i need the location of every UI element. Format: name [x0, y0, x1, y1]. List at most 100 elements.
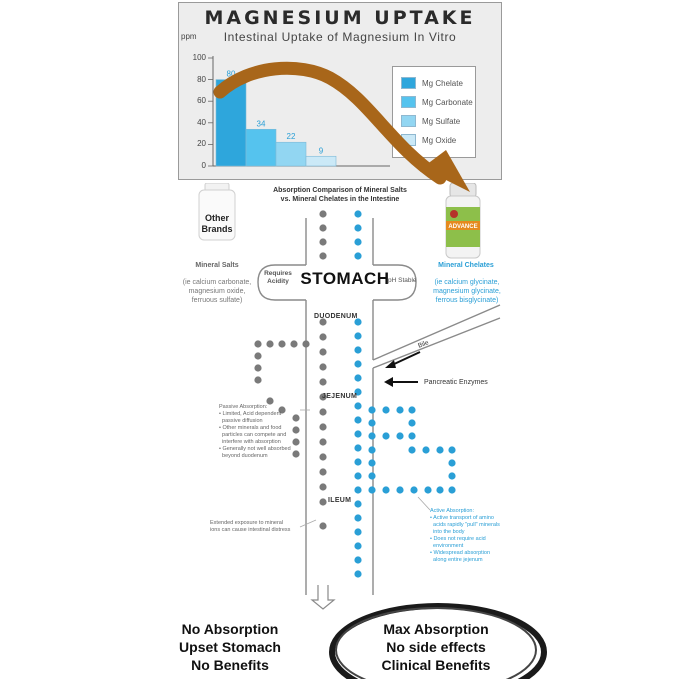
salt-dot — [319, 453, 327, 461]
pancreatic-arrowhead — [384, 377, 393, 387]
chelate-dot — [436, 446, 444, 454]
jejenum-label: JEJENUM — [322, 393, 358, 400]
text-line: particles can compete and — [219, 432, 287, 438]
text-line: No side effects — [386, 639, 486, 655]
chelate-dot — [448, 486, 456, 494]
bar-value-label: 34 — [257, 119, 266, 128]
legend-swatch — [401, 115, 416, 127]
salt-dot — [319, 408, 327, 416]
chelate-dot — [354, 318, 362, 326]
legend-item: Mg Carbonate — [401, 96, 473, 108]
other-brands-bottle — [198, 183, 236, 241]
salt-dot — [319, 423, 327, 431]
text-line: ferruous sulfate) — [191, 297, 243, 304]
ileum-label: ILEUM — [328, 497, 352, 504]
other-brands-label: Other Brands — [201, 213, 233, 234]
chelate-dot — [424, 486, 432, 494]
salt-dot — [292, 438, 300, 446]
mineral-salts-label: Mineral Salts — [195, 262, 239, 269]
text-line: • Active transport of amino — [430, 515, 494, 521]
chelate-dot — [382, 406, 390, 414]
diagram-header: Absorption Comparison of Mineral Salts v… — [273, 187, 407, 203]
chelate-dot — [448, 446, 456, 454]
text-line: acids rapidly "pull" minerals — [430, 522, 500, 528]
y-tick-label: 0 — [201, 161, 206, 170]
chelate-dot — [354, 360, 362, 368]
text-line: • Generally not well absorbed — [219, 446, 291, 452]
text-line: Max Absorption — [383, 621, 489, 637]
chelate-dot — [368, 432, 376, 440]
chelate-dot — [448, 472, 456, 480]
legend-swatch — [401, 96, 416, 108]
chelate-dot — [448, 459, 456, 467]
text-line: ferrous bisglycinate) — [435, 297, 499, 304]
stomach-label: STOMACH — [300, 269, 390, 288]
salt-dot — [254, 364, 262, 372]
text-line: • Other minerals and food — [219, 425, 282, 431]
chelate-bottle: ADVANCE — [445, 183, 481, 259]
text-line: beyond duodenum — [219, 453, 268, 459]
salt-dot — [319, 318, 327, 326]
legend-label: Mg Sulfate — [422, 116, 461, 126]
chelate-dot — [354, 238, 362, 246]
legend-item: Mg Chelate — [401, 77, 463, 89]
salt-dot — [254, 352, 262, 360]
bar-value-label: 80 — [227, 70, 236, 79]
mineral-salts-examples: (ie calcium carbonate,magnesium oxide,fe… — [172, 278, 262, 305]
chelate-dot — [396, 406, 404, 414]
salt-dot — [278, 340, 286, 348]
text-line: passive diffusion — [219, 418, 263, 424]
chelate-dot — [368, 419, 376, 427]
salt-dot — [278, 406, 286, 414]
salt-dot — [319, 238, 327, 246]
legend-label: Mg Oxide — [422, 135, 457, 145]
salt-dot — [319, 438, 327, 446]
bile-duct-top — [372, 304, 501, 361]
chelate-dot — [354, 416, 362, 424]
salt-dot — [319, 468, 327, 476]
passive-absorption-note: Passive Absorption: • Limited, Acid depe… — [219, 404, 291, 459]
chart-subtitle: Intestinal Uptake of Magnesium In Vitro — [223, 30, 457, 44]
chelate-dot — [354, 556, 362, 564]
y-tick-label: 100 — [192, 53, 206, 62]
salt-dot — [319, 363, 327, 371]
chelate-dot — [410, 486, 418, 494]
text-line: magnesium oxide, — [188, 288, 246, 295]
bar-mg-sulfate — [275, 141, 307, 167]
legend-label: Mg Chelate — [422, 78, 463, 88]
bar-mg-carbonate — [245, 128, 277, 167]
salt-dot — [290, 340, 298, 348]
salt-dot — [292, 414, 300, 422]
chelate-dot — [368, 472, 376, 480]
text-line: ions can cause intestinal distress — [210, 527, 291, 533]
bile-duct-bottom — [372, 317, 501, 369]
active-connector — [417, 496, 431, 511]
salt-dot — [319, 483, 327, 491]
active-absorption-note: Active Absorption: • Active transport of… — [430, 508, 500, 563]
chelate-dot — [368, 486, 376, 494]
legend-item: Mg Sulfate — [401, 115, 460, 127]
text-line: Clinical Benefits — [381, 657, 491, 673]
text-line: • Does not require acid — [430, 536, 486, 542]
text-line: into the body — [430, 529, 465, 535]
pancreatic-enzymes-label: Pancreatic Enzymes — [424, 379, 488, 386]
text-line: interfere with absorption — [219, 439, 281, 445]
salt-dot — [254, 376, 262, 384]
chelate-dot — [354, 500, 362, 508]
requires-acidity-label: Requires Acidity — [264, 270, 292, 285]
chelate-dot — [408, 432, 416, 440]
exit-arrow — [310, 585, 336, 610]
chelate-dot — [422, 446, 430, 454]
chelate-dot — [354, 252, 362, 260]
text-line: along entire jejenum — [430, 557, 483, 563]
y-tick-label: 60 — [197, 96, 206, 106]
chelate-dot — [408, 446, 416, 454]
legend-swatch — [401, 77, 416, 89]
text-line: (ie calcium glycinate, — [434, 279, 500, 286]
salt-dot — [319, 522, 327, 530]
chelate-dot — [436, 486, 444, 494]
text-line: No Absorption — [181, 621, 279, 637]
